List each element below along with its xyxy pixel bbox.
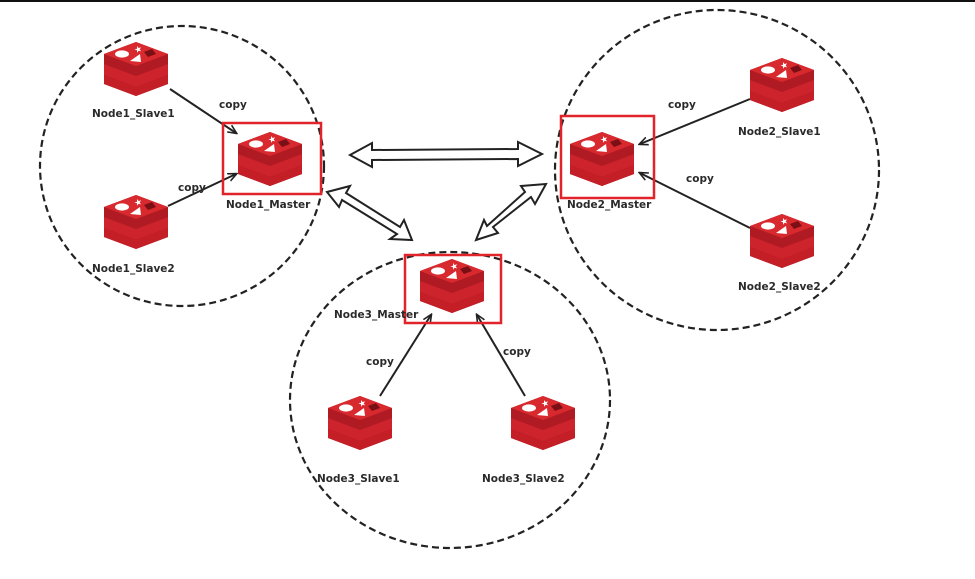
cluster-1-boundary: [38, 24, 326, 308]
node-label-n2-master: Node2_Master: [567, 199, 652, 211]
copy-arrow-n3s2: [477, 315, 526, 397]
copy-label: copy: [366, 356, 394, 368]
redis-logo-icon: [238, 132, 302, 186]
node-label-n3-slave1: Node3_Slave1: [317, 473, 400, 485]
copy-arrow-n3s1: [379, 315, 431, 397]
redis-logo-icon: [750, 58, 814, 112]
master-link-2-3: [474, 182, 548, 242]
copy-label: copy: [668, 99, 696, 111]
cluster-3-boundary: [288, 250, 612, 550]
master-highlight-box-2: [559, 114, 656, 200]
node-label-n1-master: Node1_Master: [226, 199, 311, 211]
cluster-2-boundary: [553, 8, 881, 332]
copy-label: copy: [219, 99, 247, 111]
redis-logo-icon: [570, 132, 634, 186]
node-label-n1-slave1: Node1_Slave1: [92, 108, 175, 120]
redis-logo-icon: [511, 396, 575, 450]
redis-logo-icon: [104, 42, 168, 96]
copy-label: copy: [686, 173, 714, 185]
node-label-n2-slave1: Node2_Slave1: [738, 126, 821, 138]
copy-label: copy: [178, 182, 206, 194]
master-highlight-box-1: [221, 121, 323, 196]
node-label-n3-slave2: Node3_Slave2: [482, 473, 565, 485]
master-highlight-box-3: [403, 253, 503, 325]
node-label-n3-master: Node3_Master: [334, 309, 419, 321]
node-label-n2-slave2: Node2_Slave2: [738, 281, 821, 293]
redis-logo-icon: [104, 195, 168, 249]
copy-arrow-n2s1: [640, 98, 751, 144]
copy-arrow-n2s2: [640, 173, 751, 229]
master-link-1-2: [347, 140, 545, 169]
redis-logo-icon: [328, 396, 392, 450]
redis-logo-icon: [750, 214, 814, 268]
master-link-1-3: [325, 184, 414, 242]
copy-label: copy: [503, 346, 531, 358]
redis-logo-icon: [420, 259, 484, 313]
top-border: [0, 0, 975, 2]
node-label-n1-slave2: Node1_Slave2: [92, 263, 175, 275]
copy-arrow-n1s1: [169, 88, 236, 133]
copy-arrow-n1s2: [167, 174, 236, 207]
